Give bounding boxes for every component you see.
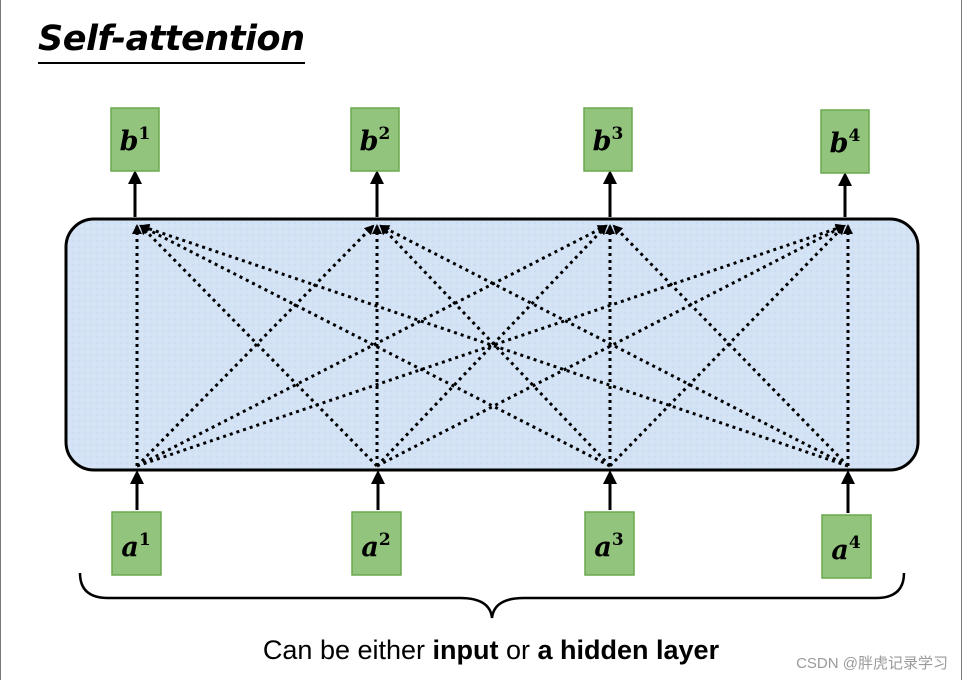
input-symbol: a <box>361 532 379 563</box>
output-node: b3 <box>583 107 633 172</box>
attention-connections <box>132 223 853 468</box>
watermark: CSDN @胖虎记录学习 <box>796 655 948 672</box>
svg-text:b2: b2 <box>360 124 391 157</box>
output-index: 4 <box>849 126 861 146</box>
caption-text: or <box>498 635 538 665</box>
input-index: 4 <box>849 533 861 553</box>
input-index: 1 <box>139 530 151 550</box>
input-node: a3 <box>584 511 635 576</box>
svg-text:a2: a2 <box>361 530 390 563</box>
output-index: 1 <box>139 124 151 144</box>
output-index: 2 <box>379 124 391 144</box>
output-symbol: b <box>593 126 612 157</box>
svg-text:a1: a1 <box>121 530 150 563</box>
caption-hidden-layer: a hidden layer <box>537 635 720 665</box>
caption: Can be either input or a hidden layer <box>0 633 964 667</box>
input-symbol: a <box>831 535 849 566</box>
output-symbol: b <box>120 126 139 157</box>
input-node: a4 <box>821 514 872 579</box>
attention-arrow <box>136 223 846 468</box>
input-node: a2 <box>351 511 402 576</box>
output-node: b1 <box>110 107 160 172</box>
svg-text:a3: a3 <box>594 530 623 563</box>
io-arrows <box>128 170 855 513</box>
svg-text:b3: b3 <box>593 124 624 157</box>
caption-input: input <box>432 635 499 665</box>
input-node: a1 <box>111 511 162 576</box>
input-symbol: a <box>121 532 139 563</box>
attention-arrow <box>139 224 379 468</box>
output-node: b4 <box>820 109 870 174</box>
caption-text: Can be either <box>262 635 433 665</box>
output-symbol: b <box>360 126 379 157</box>
output-symbol: b <box>830 128 849 159</box>
attention-arrow <box>139 223 849 468</box>
output-index: 3 <box>612 124 624 144</box>
slide-title: Self-attention <box>38 18 305 64</box>
input-index: 2 <box>379 530 391 550</box>
svg-text:a4: a4 <box>831 533 861 566</box>
curly-brace <box>78 572 906 619</box>
svg-text:b4: b4 <box>830 126 861 159</box>
output-node: b2 <box>350 107 400 172</box>
input-index: 3 <box>612 530 624 550</box>
input-symbol: a <box>594 532 612 563</box>
attention-arrow <box>135 224 375 468</box>
svg-text:b1: b1 <box>120 124 151 157</box>
